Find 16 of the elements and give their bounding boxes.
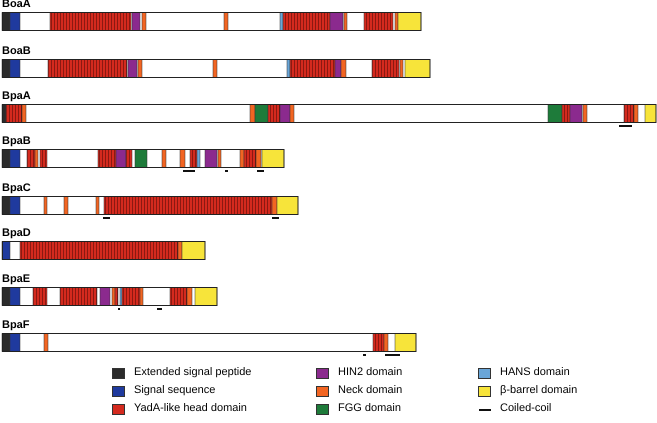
legend-label: β-barrel domain [500,384,578,397]
legend-label: HANS domain [500,366,570,379]
legend-label: Signal sequence [134,384,216,397]
protein-name: BpaD [2,227,31,239]
protein-name: BpaA [2,90,31,102]
protein-name: BpaB [2,135,31,147]
legend-label: FGG domain [338,402,401,415]
protein-name: BoaB [2,45,31,57]
legend-label: Neck domain [338,384,402,397]
protein-name: BpaE [2,273,30,285]
legend-label: HIN2 domain [338,366,402,379]
legend-label: Coiled-coil [500,402,552,415]
protein-name: BpaC [2,182,31,194]
protein-name: BpaF [2,319,30,331]
legend-label: YadA-like head domain [134,402,247,415]
legend-label: Extended signal peptide [134,366,252,379]
